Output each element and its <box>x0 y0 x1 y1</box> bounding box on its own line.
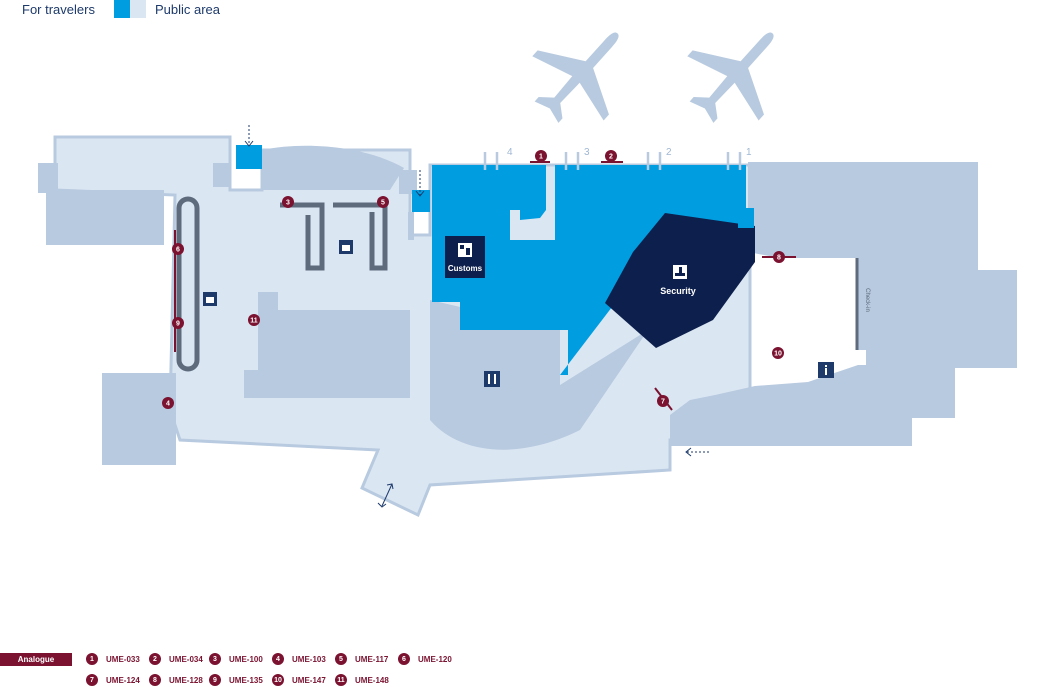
sensor-marker: 4 <box>162 397 174 409</box>
sensor-code: UME-033 <box>106 654 140 664</box>
sensor-code: UME-100 <box>229 654 263 664</box>
gate-connectors <box>483 152 742 170</box>
sensor-code: UME-135 <box>229 675 263 685</box>
sensor-marker: 5 <box>377 196 389 208</box>
baggage-belt <box>280 202 325 271</box>
lower-building <box>430 300 648 450</box>
sensor-marker: 7 <box>657 395 669 407</box>
legend-travelers-swatch <box>113 0 130 18</box>
svg-text:9: 9 <box>176 321 180 328</box>
sensor-code: UME-120 <box>418 654 452 664</box>
sensor-code: UME-034 <box>169 654 203 664</box>
small-building <box>399 170 417 194</box>
sensor-number-dot: 1 <box>86 653 98 665</box>
small-building <box>408 212 414 240</box>
right-building <box>670 162 1017 446</box>
sensor-number-dot: 9 <box>209 674 221 686</box>
svg-text:10: 10 <box>774 351 782 358</box>
legend-public-label: Public area <box>154 1 221 17</box>
terminal-map: Customs Security 4 3 2 1 Check-in <box>38 32 1017 518</box>
middle-building <box>244 292 410 398</box>
sensor-legend-item: 2 UME-034 <box>149 653 203 665</box>
sensor-legend-item: 10 UME-147 <box>272 674 326 686</box>
sensor-number-dot: 5 <box>335 653 347 665</box>
security-check-icon <box>673 265 687 279</box>
sensor-code: UME-117 <box>355 654 389 664</box>
sensor-marker: 6 <box>172 243 184 255</box>
gate-label: 4 <box>507 147 513 158</box>
sensor-legend-item: 1 UME-033 <box>86 653 140 665</box>
entrance-arrow-icon <box>244 125 710 508</box>
security-label: Security <box>660 286 696 296</box>
baggage-claim-icon <box>339 240 353 254</box>
airplane-icon <box>687 32 774 123</box>
svg-text:6: 6 <box>176 247 180 254</box>
svg-text:1: 1 <box>539 154 543 161</box>
sensor-number-dot: 7 <box>86 674 98 686</box>
sensor-legend-item: 5 UME-117 <box>335 653 388 665</box>
sensor-number-dot: 8 <box>149 674 161 686</box>
gate-label: 3 <box>584 147 590 158</box>
sensor-code: UME-147 <box>292 675 326 685</box>
customs-label: Customs <box>448 264 483 273</box>
svg-text:2: 2 <box>609 154 613 161</box>
map-legend: For travelers Public area <box>0 0 220 18</box>
legend-travelers-label: For travelers <box>22 1 95 17</box>
sensor-legend-item: 8 UME-128 <box>149 674 203 686</box>
sensor-code: UME-148 <box>355 675 389 685</box>
sensor-number-dot: 2 <box>149 653 161 665</box>
sensor-marker: 8 <box>773 251 785 263</box>
sensor-marker: 1 <box>535 150 547 162</box>
gate-label: 1 <box>746 147 752 158</box>
sensor-legend: Analogue 1 UME-033 2 UME-034 3 UME-100 4 UME-10… <box>0 648 1045 687</box>
customs-officer-icon <box>458 243 472 257</box>
restaurant-icon <box>484 371 500 387</box>
sensor-markers: 1 2 3 4 5 6 7 8 9 10 11 <box>162 150 785 409</box>
baggage-belt <box>333 202 388 271</box>
sensor-legend-item: 11 UME-148 <box>335 674 389 686</box>
analogue-tag: Analogue <box>0 653 72 666</box>
entrance-zone <box>412 190 430 212</box>
baggage-claim-icon <box>203 292 217 306</box>
sensor-legend-item: 9 UME-135 <box>209 674 263 686</box>
sensor-legend-item: 6 UME-120 <box>398 653 452 665</box>
sensor-legend-item: 3 UME-100 <box>209 653 263 665</box>
legend-public-swatch <box>129 0 146 18</box>
baggage-belt <box>176 196 200 372</box>
svg-text:3: 3 <box>286 200 290 207</box>
sensor-code: UME-128 <box>169 675 203 685</box>
sensor-number-dot: 6 <box>398 653 410 665</box>
sensor-number-dot: 3 <box>209 653 221 665</box>
svg-text:11: 11 <box>250 318 258 325</box>
information-icon <box>818 362 834 378</box>
upper-building <box>262 145 404 190</box>
left-building <box>38 163 229 465</box>
sensor-number-dot: 11 <box>335 674 347 686</box>
sensor-code: UME-124 <box>106 675 140 685</box>
sensor-code: UME-103 <box>292 654 326 664</box>
sensor-number-dot: 4 <box>272 653 284 665</box>
entrance-zone <box>738 208 754 228</box>
airplane-icon <box>532 32 619 123</box>
sensor-marker: 3 <box>282 196 294 208</box>
sensor-marker: 11 <box>248 314 260 326</box>
sensor-marker: 10 <box>772 347 784 359</box>
svg-text:7: 7 <box>661 399 665 406</box>
security-area <box>605 213 755 348</box>
svg-text:5: 5 <box>381 200 385 207</box>
sensor-legend-item: 7 UME-124 <box>86 674 140 686</box>
svg-text:8: 8 <box>777 255 781 262</box>
checkin-label: Check-in <box>864 288 870 312</box>
sensor-marker: 2 <box>605 150 617 162</box>
sensor-legend-item: 4 UME-103 <box>272 653 326 665</box>
entrance-zone <box>236 145 262 169</box>
svg-text:4: 4 <box>166 401 170 408</box>
sensor-number-dot: 10 <box>272 674 284 686</box>
gate-label: 2 <box>666 147 672 158</box>
sensor-marker: 9 <box>172 317 184 329</box>
